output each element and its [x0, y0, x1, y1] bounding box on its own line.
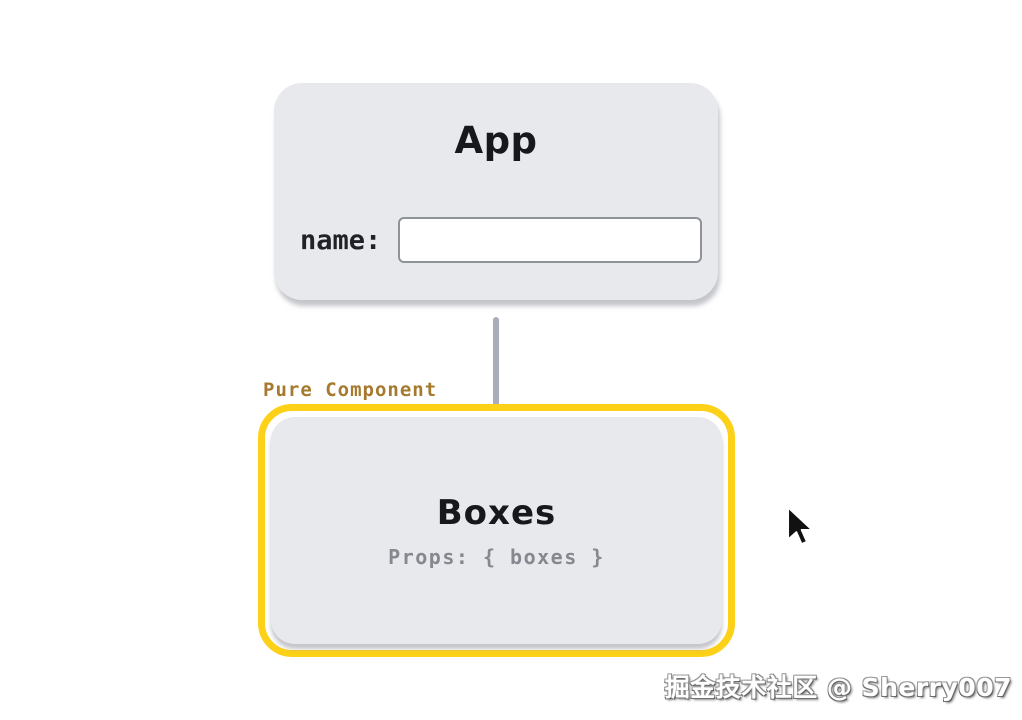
arrow-pointer-icon: [787, 506, 812, 545]
boxes-component-card: Boxes Props: { boxes }: [271, 417, 722, 644]
name-field-label: name:: [300, 224, 382, 256]
pure-component-highlight-border: Boxes Props: { boxes }: [258, 404, 735, 657]
boxes-card-title: Boxes: [436, 492, 557, 533]
boxes-card-props: Props: { boxes }: [388, 544, 605, 569]
watermark: 掘金技术社区 @ Sherry007: [664, 673, 1012, 702]
app-component-card: App name:: [274, 83, 718, 300]
connector-line: [493, 317, 499, 410]
name-input[interactable]: [398, 217, 703, 263]
name-field-row: name:: [300, 217, 703, 263]
pure-component-label: Pure Component: [263, 379, 438, 401]
app-card-title: App: [454, 119, 538, 162]
